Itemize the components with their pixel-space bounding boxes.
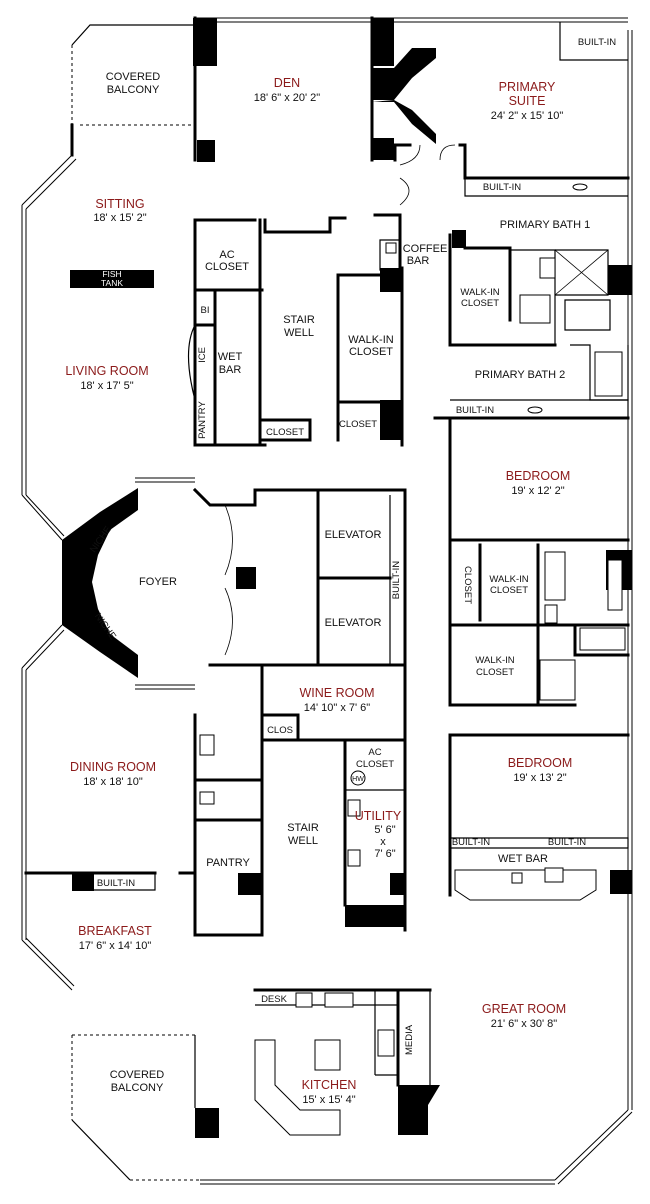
primary-bath-2-label: PRIMARY BATH 2 [475,369,565,381]
bedroom-1-name: BEDROOM [506,469,571,483]
built-in-dining-label: BUILT-IN [97,878,135,889]
closet-bed-label: CLOSET [462,566,473,604]
primary-bath-1-label: PRIMARY BATH 1 [500,219,590,231]
ice-label: ICE [197,347,208,363]
breakfast-dim: 17' 6" x 14' 10" [79,940,152,952]
bedroom-1-dim: 19' x 12' 2" [511,485,564,497]
hw-label: HW [352,776,364,783]
dining-room-dim: 18' x 18' 10" [83,776,143,788]
closet-walkin-label: CLOSET [339,419,377,430]
wine-room-dim: 14' 10" x 7' 6" [304,702,371,714]
living-room-dim: 18' x 17' 5" [80,380,133,392]
built-in-bed-right-label: BUILT-IN [548,837,586,848]
structural-columns [62,18,632,1138]
elevator-2-label: ELEVATOR [325,617,382,629]
closet-stair-label: CLOSET [266,427,304,438]
great-room-name: GREAT ROOM [482,1002,566,1016]
den-name: DEN [274,76,300,90]
dining-room-name: DINING ROOM [70,760,156,774]
built-in-corner-label: BUILT-IN [578,37,616,48]
built-in-bed-left-label: BUILT-IN [452,837,490,848]
wine-room-name: WINE ROOM [300,686,375,700]
breakfast-name: BREAKFAST [78,924,152,938]
interior-walls [24,16,630,1181]
kitchen-name: KITCHEN [302,1078,357,1092]
bi-label: BI [201,305,210,316]
built-in-elevator-label: BUILT-IN [391,561,402,599]
built-in-bath2-label: BUILT-IN [456,405,494,416]
kitchen-dim: 15' x 15' 4" [302,1094,355,1106]
primary-suite-dim: 24' 2" x 15' 10" [491,110,564,122]
bedroom-2-dim: 19' x 13' 2" [513,772,566,784]
foyer-label: FOYER [139,576,177,588]
pantry-small-label: PANTRY [197,401,208,439]
wet-bar-bottom-label: WET BAR [498,853,548,865]
pantry-large-label: PANTRY [206,857,250,869]
bedroom-2-name: BEDROOM [508,756,573,770]
living-room-name: LIVING ROOM [65,364,148,378]
desk-label: DESK [261,994,288,1005]
den-dim: 18' 6" x 20' 2" [254,92,321,104]
great-room-dim: 21' 6" x 30' 8" [491,1018,558,1030]
elevator-1-label: ELEVATOR [325,529,382,541]
sitting-dim: 18' x 15' 2" [93,212,146,224]
doors [224,144,456,656]
sitting-name: SITTING [95,197,144,211]
exterior-glazing [21,17,633,1185]
built-in-suite-label: BUILT-IN [483,182,521,193]
media-label: MEDIA [404,1024,415,1055]
utility-name: UTILITY [355,809,402,823]
clos-label: CLOS [267,725,293,736]
